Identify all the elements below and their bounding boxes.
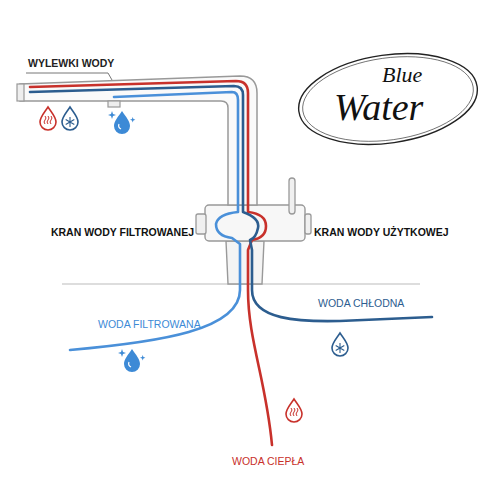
- hot-water-icon: [286, 399, 302, 422]
- lever-handle: [289, 178, 295, 214]
- cold-water-icon: [332, 333, 348, 356]
- filtered-water-pipe: [70, 92, 240, 350]
- filtered-water-icon: [108, 111, 135, 134]
- cold-water-pipe: [30, 86, 432, 321]
- filter-knob: [196, 214, 206, 234]
- logo-swoosh: [297, 46, 479, 151]
- leader-line: [26, 73, 108, 74]
- pipe-label: WODA CIEPŁA: [232, 455, 304, 467]
- filter-outlet: [108, 101, 120, 107]
- spout-tip: [17, 84, 24, 101]
- lever-hub: [305, 214, 311, 234]
- logo-text: Water: [334, 86, 423, 130]
- logo-swoosh: [293, 43, 480, 155]
- part-label: KRAN WODY FILTROWANEJ: [51, 226, 194, 238]
- part-label: WYLEWKI WODY: [28, 57, 114, 69]
- pipe-label: WODA CHŁODNA: [318, 297, 404, 309]
- filtered-water-icon: [118, 349, 145, 372]
- logo-text: Blue: [382, 62, 422, 87]
- part-label: KRAN WODY UŻYTKOWEJ: [314, 226, 449, 238]
- pipe-label: WODA FILTROWANA: [98, 318, 201, 330]
- faucet-base: [226, 241, 264, 284]
- leader-line: [108, 73, 112, 80]
- hot-water-icon: [40, 107, 56, 130]
- cold-water-icon: [62, 107, 78, 130]
- hot-water-pipe: [30, 81, 272, 445]
